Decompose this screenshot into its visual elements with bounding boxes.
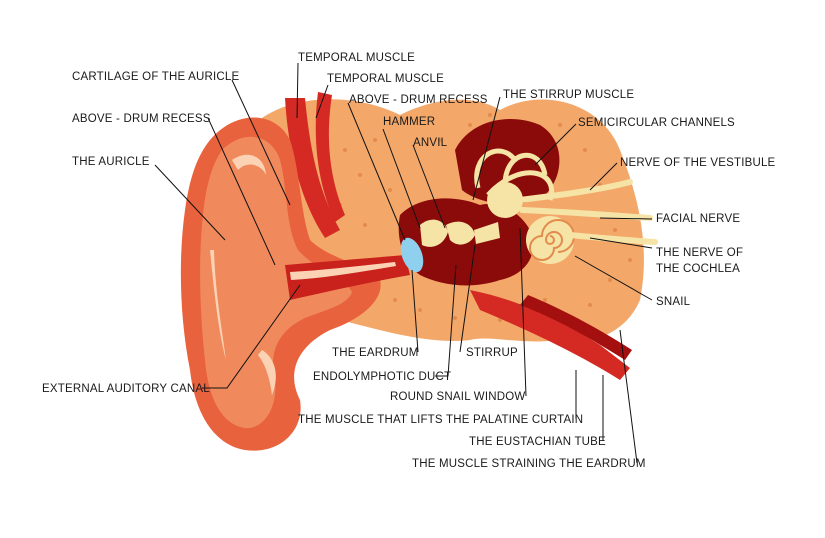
auditory-canal-highlight <box>290 262 396 280</box>
label-cochlea-nerve-1: THE NERVE OF <box>656 247 743 259</box>
label-temporal-muscle-2: TEMPORAL MUSCLE <box>327 73 444 85</box>
label-auricle: THE AURICLE <box>72 156 150 168</box>
label-above-drum-right: ABOVE - DRUM RECESS <box>349 94 488 106</box>
label-snail: SNAIL <box>656 296 691 308</box>
vestibule-shape <box>487 182 523 218</box>
auricle-highlight <box>232 154 266 175</box>
label-palatine-muscle: THE MUSCLE THAT LIFTS THE PALATINE CURTA… <box>298 414 583 426</box>
label-eustachian: THE EUSTACHIAN TUBE <box>469 436 606 448</box>
eustachian-tube-shape <box>470 290 630 380</box>
label-endolymphatic: ENDOLYMPHOTIC DUCT <box>313 371 451 383</box>
label-external-canal: EXTERNAL AUDITORY CANAL <box>42 383 210 395</box>
auricle-inner <box>200 136 352 429</box>
label-round-window: ROUND SNAIL WINDOW <box>390 391 525 403</box>
label-stirrup: STIRRUP <box>466 347 518 359</box>
label-anvil: ANVIL <box>413 137 448 149</box>
leader-lines <box>154 62 653 464</box>
temporal-muscle-shape <box>285 98 340 238</box>
stirrup-shape <box>474 222 500 244</box>
ear-illustration <box>180 92 658 451</box>
label-facial-nerve: FACIAL NERVE <box>656 213 740 225</box>
label-above-drum-left: ABOVE - DRUM RECESS <box>72 113 211 125</box>
labels: TEMPORAL MUSCLE TEMPORAL MUSCLE CARTILAG… <box>42 52 776 470</box>
eardrum-shape <box>400 237 424 273</box>
auricle-lobe-highlight <box>258 350 276 395</box>
auricle-highlight-2 <box>210 250 226 360</box>
label-semicircular: SEMICIRCULAR CHANNELS <box>578 117 735 129</box>
nerve-bundle <box>517 179 658 245</box>
anvil-shape <box>446 221 475 245</box>
label-temporal-muscle-1: TEMPORAL MUSCLE <box>298 52 415 64</box>
hammer-shape <box>420 219 448 247</box>
label-vestibule-nerve: NERVE OF THE VESTIBULE <box>620 157 776 169</box>
temporal-muscle-shape-2 <box>315 92 345 222</box>
label-eardrum: THE EARDRUM <box>332 347 419 359</box>
palatine-muscle-shape <box>520 295 632 360</box>
label-hammer: HAMMER <box>383 116 435 128</box>
inner-cavity <box>455 118 560 205</box>
label-straining-muscle: THE MUSCLE STRAINING THE EARDRUM <box>412 458 646 470</box>
cochlea-shape <box>526 216 575 264</box>
label-stirrup-muscle: THE STIRRUP MUSCLE <box>503 89 634 101</box>
label-cochlea-nerve-2: THE COCHLEA <box>656 263 740 275</box>
label-cartilage: CARTILAGE OF THE AURICLE <box>72 71 239 83</box>
